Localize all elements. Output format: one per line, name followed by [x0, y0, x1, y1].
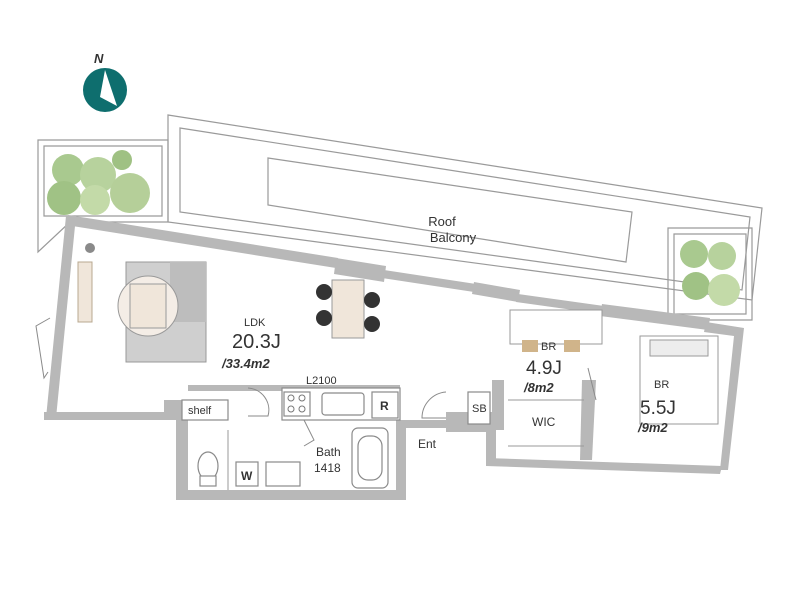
ldk-size-m2: /33.4m2	[221, 356, 270, 371]
shelf-box	[181, 399, 229, 421]
roof-balcony: Roof Balcony	[167, 114, 763, 301]
bath-label: Bath	[316, 445, 341, 459]
ldk-size-j: 20.3J	[232, 331, 281, 353]
shelf-door-swing	[247, 387, 270, 417]
shelf-label: shelf	[188, 405, 212, 417]
br-large-size-m2: /9m2	[637, 420, 668, 435]
ldk-furniture	[77, 243, 380, 363]
entrance-label: Ent	[418, 437, 437, 451]
plant-bed-right	[667, 227, 753, 321]
sb-label: SB	[472, 403, 487, 415]
washer-label: W	[241, 469, 253, 483]
balcony-label: Balcony	[430, 230, 477, 245]
bathroom: Bath 1418	[314, 427, 389, 489]
br-small-size-m2: /8m2	[523, 380, 554, 395]
ldk-name: LDK	[244, 317, 266, 329]
bath-size-label: 1418	[314, 461, 341, 475]
br-small-size-j: 4.9J	[526, 358, 562, 379]
exterior-walls	[44, 215, 744, 500]
br-large-name: BR	[654, 379, 669, 391]
entrance-door-swing	[421, 391, 447, 419]
shoe-box	[467, 391, 491, 425]
small-bedroom	[508, 309, 603, 447]
left-window-door	[35, 317, 51, 380]
br-large-size-j: 5.5J	[640, 398, 676, 419]
kitchen-counter: L2100 R	[281, 375, 401, 421]
refrigerator-label: R	[380, 399, 389, 413]
plant-bed-left	[37, 139, 169, 254]
washroom: W	[197, 419, 315, 490]
kitchen-label: L2100	[306, 375, 337, 387]
north-compass: N	[83, 51, 127, 112]
wic-label: WIC	[532, 415, 556, 429]
br-small-name: BR	[541, 341, 556, 353]
north-label: N	[94, 51, 104, 66]
large-bedroom	[639, 335, 719, 425]
roof-label: Roof	[428, 214, 456, 229]
